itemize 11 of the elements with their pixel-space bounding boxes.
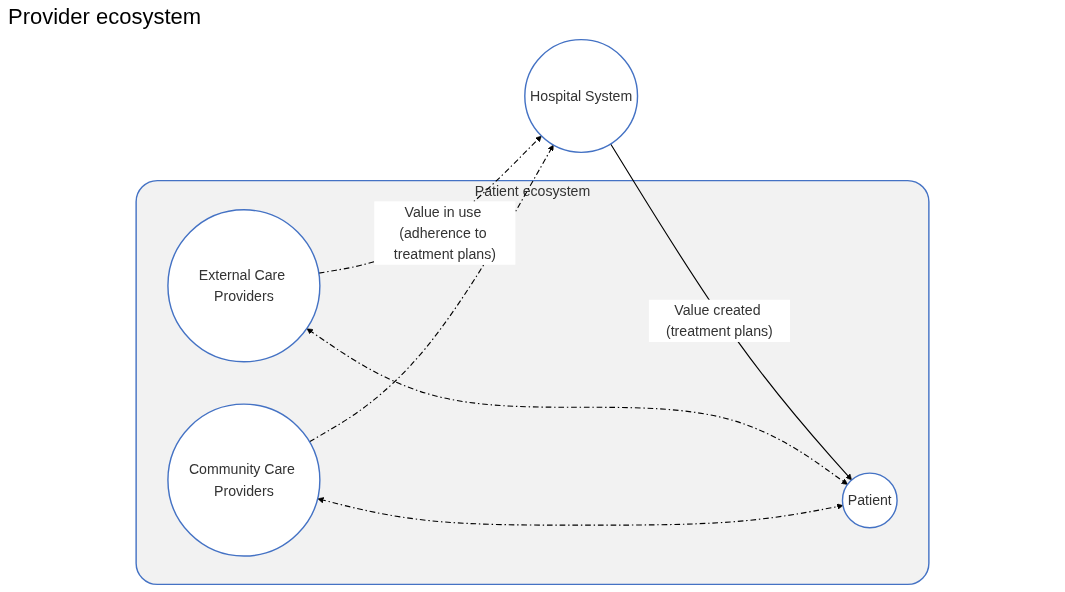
node-circle: Patient [841, 472, 898, 529]
arrow [318, 135, 542, 274]
node-circle: Community Care Providers [167, 403, 321, 557]
arrow [317, 497, 844, 526]
edge-label: Value in use (adherence to treatment plans) [393, 204, 496, 263]
heading-text: Provider ecosystem [8, 4, 202, 30]
node-circle: Hospital System [524, 38, 639, 154]
arrow [610, 143, 852, 481]
edge-label: Value created (treatment plans) [665, 302, 773, 340]
arrow [306, 328, 848, 485]
node-circle: External Care Providers [167, 209, 321, 363]
